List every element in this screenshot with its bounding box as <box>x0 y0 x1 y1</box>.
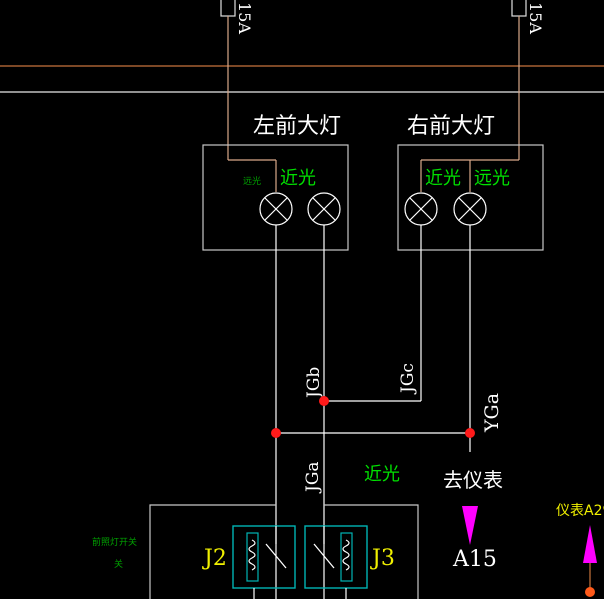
right-fuse: 15A <box>420 0 545 192</box>
meter-ref-label: 仪表A29 <box>556 503 604 519</box>
junction-node-left <box>271 428 281 438</box>
right-bulb-1-icon <box>404 192 438 226</box>
wire-label-jgb: JGb <box>304 367 324 400</box>
wire-label-yga: YGa <box>481 393 503 433</box>
relay-output-wires <box>253 588 347 599</box>
right-headlamp-title: 右前大灯 <box>407 114 495 139</box>
junction-node-jgb <box>319 396 329 406</box>
to-meter-label: 去仪表 <box>443 468 503 492</box>
left-low-beam-label: 近光 <box>280 168 316 189</box>
left-bulb-1-icon <box>259 192 293 226</box>
left-fuse-rating: 15A <box>235 2 254 34</box>
junction-node-yga <box>465 428 475 438</box>
wire-label-jgc: JGc <box>398 363 418 395</box>
wire-label-jga: JGa <box>303 461 323 494</box>
a15-label: A15 <box>452 547 497 572</box>
relay-j2-label: J2 <box>202 546 227 571</box>
left-bulb-2-icon <box>307 192 341 226</box>
right-high-beam-label: 远光 <box>474 168 510 189</box>
relay-j3-label: J3 <box>370 546 395 571</box>
relay-low-beam-label: 近光 <box>364 464 400 485</box>
to-meter-arrow-icon <box>462 506 478 545</box>
relay-j2: J2 <box>202 525 296 589</box>
switch-side-note: 前照灯开关 <box>92 536 137 548</box>
switch-side-note-2: 关 <box>114 558 123 570</box>
right-fuse-rating: 15A <box>526 2 545 34</box>
meter-ref-arrow-icon <box>583 525 597 563</box>
left-headlamp-title: 左前大灯 <box>253 114 341 139</box>
right-low-beam-label: 近光 <box>425 168 461 189</box>
relay-j3: J3 <box>304 525 395 589</box>
left-faint-label: 远光 <box>243 175 261 187</box>
left-fuse: 15A <box>220 0 277 192</box>
right-bulb-2-icon <box>453 192 487 226</box>
meter-ref-node <box>585 587 595 597</box>
switch-outline <box>149 504 419 599</box>
